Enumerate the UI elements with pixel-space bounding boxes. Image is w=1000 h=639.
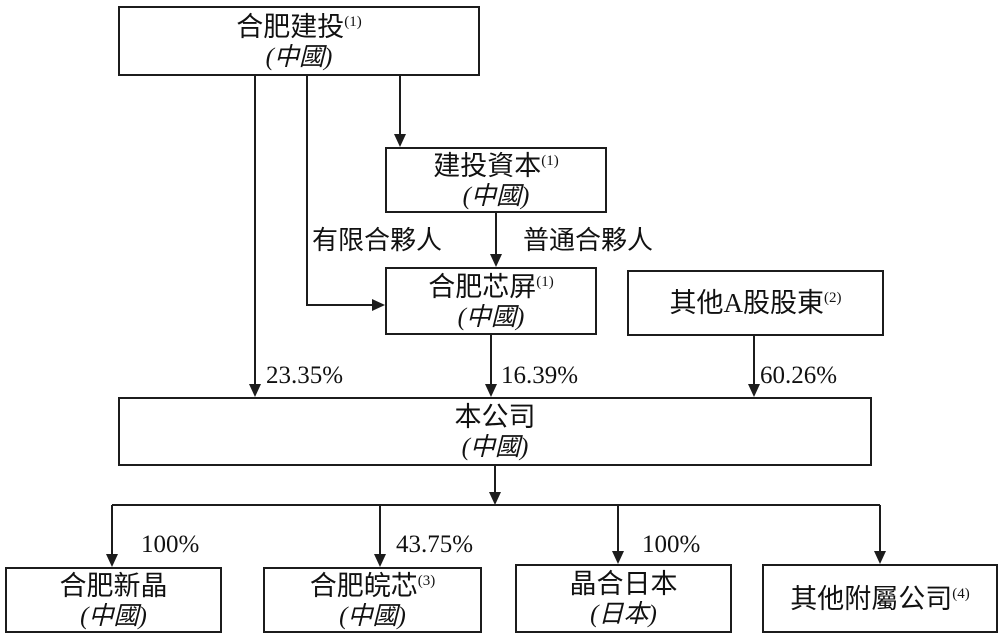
node-jiantou-ziben: 建投資本(1) (中國): [385, 147, 607, 213]
label-limited-partner: 有限合夥人: [312, 226, 443, 255]
pct-xinping-to-company: 16.39%: [501, 362, 579, 389]
node-hefei-xinping: 合肥芯屏(1) (中國): [385, 267, 597, 335]
node-company-name: 本公司: [454, 402, 536, 432]
node-other-subsidiaries: 其他附屬公司(4): [762, 564, 998, 633]
footnote-marker: (1): [536, 273, 554, 290]
node-other-a-shareholders: 其他A股股東(2): [627, 270, 884, 336]
node-hefei-wanxin-name: 合肥皖芯(3): [309, 570, 436, 601]
footnote-marker: (4): [952, 585, 970, 602]
node-hefei-xinping-name: 合肥芯屏(1): [428, 271, 554, 302]
node-hefei-jiantou: 合肥建投(1) (中國): [118, 6, 480, 76]
node-other-a-shareholders-name: 其他A股股東(2): [669, 288, 842, 318]
footnote-marker: (3): [417, 572, 436, 589]
node-company: 本公司 (中國): [118, 397, 872, 466]
pct-jiantou-to-company: 23.35%: [266, 362, 344, 389]
pct-company-to-japan: 100%: [642, 531, 701, 558]
node-hefei-jiantou-location: (中國): [265, 43, 333, 71]
footnote-marker: (1): [344, 13, 362, 30]
pct-company-to-wanxin: 43.75%: [396, 531, 474, 558]
arrowheads: [106, 134, 886, 567]
node-jiantou-ziben-location: (中國): [462, 182, 530, 210]
node-hefei-xinjing: 合肥新晶 (中國): [5, 567, 222, 633]
node-jinghe-japan-name: 晶合日本: [569, 569, 678, 599]
node-hefei-xinping-location: (中國): [457, 303, 525, 331]
node-hefei-jiantou-name: 合肥建投(1): [236, 11, 362, 42]
label-general-partner: 普通合夥人: [523, 226, 654, 255]
footnote-marker: (2): [824, 290, 842, 306]
node-hefei-wanxin-location: (中國): [339, 602, 406, 630]
node-hefei-xinjing-location: (中國): [80, 602, 147, 630]
node-other-subsidiaries-name: 其他附屬公司(4): [790, 583, 970, 614]
pct-other-a-to-company: 60.26%: [760, 362, 838, 389]
node-jiantou-ziben-name: 建投資本(1): [433, 150, 559, 181]
footnote-marker: (1): [541, 152, 559, 169]
node-jinghe-japan: 晶合日本 (日本): [515, 564, 732, 633]
node-hefei-wanxin: 合肥皖芯(3) (中國): [263, 567, 482, 633]
pct-company-to-xinjing: 100%: [141, 531, 200, 558]
node-company-location: (中國): [461, 434, 529, 461]
node-jinghe-japan-location: (日本): [590, 601, 657, 628]
node-hefei-xinjing-name: 合肥新晶: [59, 570, 168, 601]
